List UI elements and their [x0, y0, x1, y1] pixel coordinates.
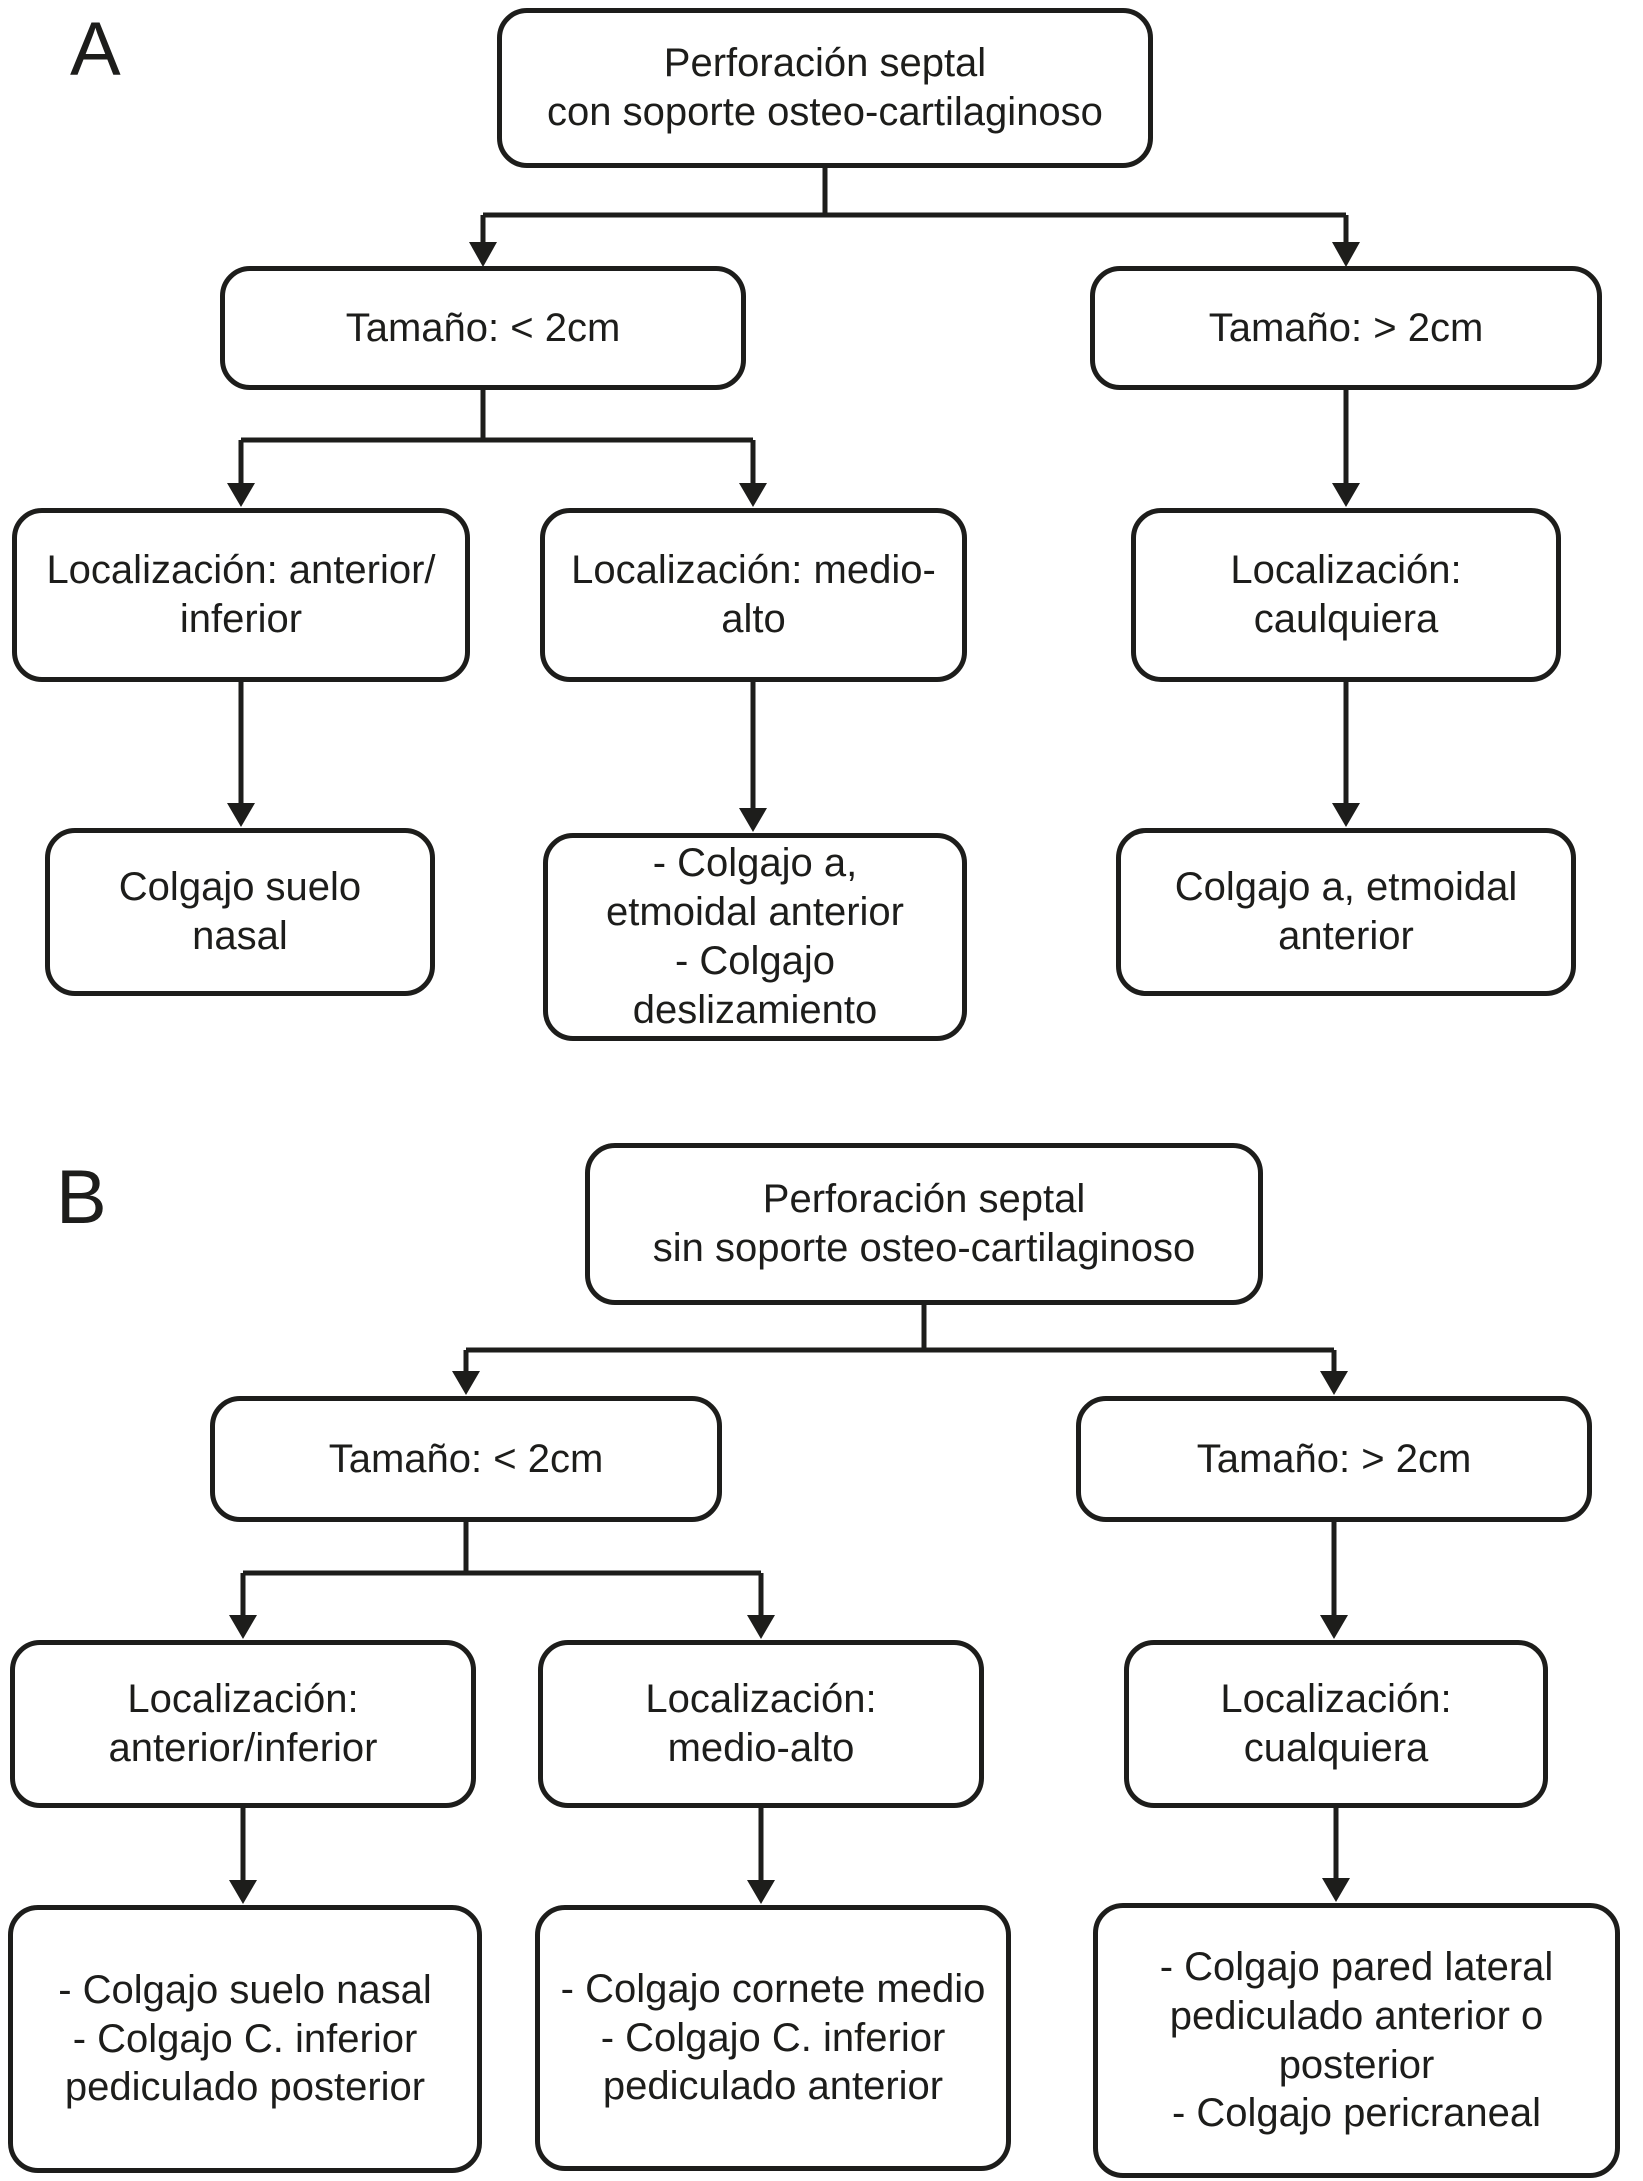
connector-b-loc-any-to-flap	[1322, 1808, 1350, 1902]
node-b-size-small-text: Tamaño: < 2cm	[328, 1436, 604, 1481]
node-a-loc-any-text: Localización: caulquiera	[1230, 548, 1462, 641]
connector-b-root-branch	[452, 1305, 1348, 1395]
node-a-size-small-text: Tamaño: < 2cm	[345, 305, 621, 350]
node-b-loc-any-text: Localización: cualquiera	[1220, 1677, 1452, 1770]
node-a-root-text: Perforación septal con soporte osteo-car…	[547, 41, 1103, 134]
connector-b-size-large-to-loc	[1320, 1522, 1348, 1639]
connector-a-loc-any-to-flap	[1332, 682, 1360, 827]
node-b-loc-anterior-text: Localización: anterior/inferior	[108, 1677, 378, 1770]
node-b-flap-anterior: - Colgajo suelo nasal - Colgajo C. infer…	[8, 1905, 482, 2173]
panel-a-label: A	[70, 7, 121, 92]
node-b-loc-anterior: Localización: anterior/inferior	[10, 1640, 476, 1808]
node-a-flap-anterior: Colgajo suelo nasal	[45, 828, 435, 996]
connector-b-loc-medio-to-flap	[747, 1808, 775, 1904]
node-a-loc-any: Localización: caulquiera	[1131, 508, 1561, 682]
node-b-loc-medio-text: Localización: medio-alto	[645, 1677, 877, 1770]
node-b-size-large-text: Tamaño: > 2cm	[1196, 1436, 1472, 1481]
node-b-flap-any-text: - Colgajo pared lateral pediculado anter…	[1159, 1944, 1554, 2136]
node-a-flap-any: Colgajo a, etmoidal anterior	[1116, 828, 1576, 996]
node-a-flap-medio-text: - Colgajo a, etmoidal anterior - Colgajo…	[606, 841, 904, 1032]
connector-a-size-small-branch	[227, 390, 767, 507]
connector-b-size-small-branch	[229, 1522, 775, 1639]
node-a-loc-anterior: Localización: anterior/ inferior	[12, 508, 470, 682]
node-a-loc-medio-text: Localización: medio- alto	[571, 548, 936, 641]
node-a-loc-anterior-text: Localización: anterior/ inferior	[46, 548, 436, 641]
node-b-flap-medio: - Colgajo cornete medio - Colgajo C. inf…	[535, 1905, 1011, 2171]
connector-a-loc-medio-to-flap	[739, 682, 767, 832]
node-a-loc-medio: Localización: medio- alto	[540, 508, 967, 682]
panel-b-label: B	[56, 1155, 107, 1240]
node-b-flap-medio-text: - Colgajo cornete medio - Colgajo C. inf…	[560, 1966, 986, 2109]
node-b-loc-any: Localización: cualquiera	[1124, 1640, 1548, 1808]
node-a-size-small: Tamaño: < 2cm	[220, 266, 746, 390]
node-b-size-small: Tamaño: < 2cm	[210, 1396, 722, 1522]
node-b-root: Perforación septal sin soporte osteo-car…	[585, 1143, 1263, 1305]
node-b-flap-anterior-text: - Colgajo suelo nasal - Colgajo C. infer…	[58, 1967, 432, 2110]
node-b-loc-medio: Localización: medio-alto	[538, 1640, 984, 1808]
connector-a-size-large-to-loc	[1332, 390, 1360, 507]
connector-a-root-branch	[469, 168, 1360, 267]
connector-a-loc-anterior-to-flap	[227, 682, 255, 827]
node-a-size-large: Tamaño: > 2cm	[1090, 266, 1602, 390]
connector-b-loc-anterior-to-flap	[229, 1808, 257, 1904]
node-a-flap-anterior-text: Colgajo suelo nasal	[118, 865, 362, 958]
node-b-flap-any: - Colgajo pared lateral pediculado anter…	[1093, 1903, 1620, 2178]
node-a-flap-any-text: Colgajo a, etmoidal anterior	[1174, 865, 1518, 958]
node-b-root-text: Perforación septal sin soporte osteo-car…	[652, 1177, 1196, 1270]
node-b-size-large: Tamaño: > 2cm	[1076, 1396, 1592, 1522]
node-a-root: Perforación septal con soporte osteo-car…	[497, 8, 1153, 168]
node-a-flap-medio: - Colgajo a, etmoidal anterior - Colgajo…	[543, 833, 967, 1041]
node-a-size-large-text: Tamaño: > 2cm	[1208, 305, 1484, 350]
